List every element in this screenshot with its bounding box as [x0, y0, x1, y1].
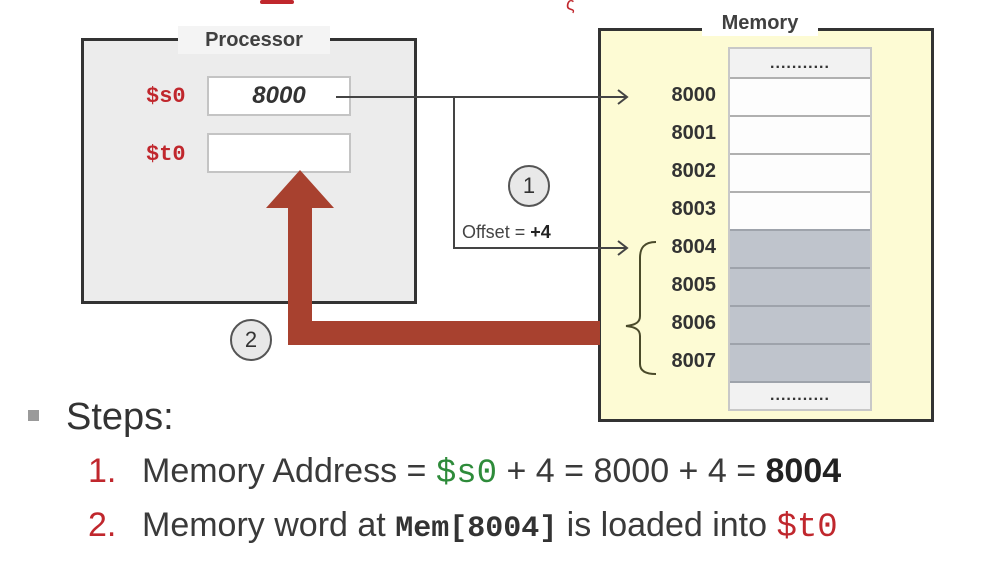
register-label-s0: $s0 — [146, 84, 186, 109]
memory-top-ellipsis: ........... — [770, 55, 830, 72]
memory-address-label: 8000 — [671, 84, 717, 106]
register-value-s0: 8000 — [207, 76, 351, 116]
memory-bottom-ellipsis: ........... — [770, 387, 830, 404]
steps-title: Steps: — [66, 396, 174, 438]
step-text: + 4 = 8000 + 4 = — [497, 452, 766, 490]
title-underline-remnant — [260, 0, 294, 4]
register-t0-ref: $t0 — [776, 509, 838, 547]
memory-cell — [730, 305, 870, 343]
memory-cell — [730, 77, 870, 115]
memory-cell-divider — [730, 381, 870, 383]
step-text: Memory word at — [142, 506, 396, 544]
offset-annotation: Offset = +4 — [462, 222, 551, 243]
offset-value: +4 — [530, 222, 551, 242]
memory-address-label: 8004 — [671, 236, 717, 258]
step-2-badge: 2 — [230, 319, 272, 361]
memory-cell — [730, 115, 870, 153]
memory-cell — [730, 267, 870, 305]
arrowhead-to-8000 — [617, 89, 629, 105]
memory-reference: Mem[8004] — [395, 512, 558, 546]
processor-title: Processor — [178, 26, 330, 54]
memory-title: Memory — [702, 10, 818, 36]
arrowhead-to-8004 — [617, 240, 629, 256]
step-1: 1.Memory Address = $s0 + 4 = 8000 + 4 = … — [88, 452, 841, 493]
memory-cell — [730, 229, 870, 267]
memory-address-label: 8003 — [671, 198, 717, 220]
step-text: Memory Address = — [142, 452, 436, 490]
memory-address-label: 8001 — [671, 122, 717, 144]
memory-address-label: 8005 — [671, 274, 717, 296]
register-s0-ref: $s0 — [435, 455, 498, 493]
register-value-t0 — [207, 133, 351, 173]
memory-address-label: 8002 — [671, 160, 717, 182]
steps-bullet — [28, 410, 39, 421]
offset-label: Offset = — [462, 222, 531, 242]
computed-address: 8004 — [765, 452, 842, 490]
memory-cell — [730, 343, 870, 381]
word-brace — [625, 241, 657, 375]
memory-cell — [730, 153, 870, 191]
memory-column: ........... ........... — [728, 47, 872, 411]
memory-cell — [730, 191, 870, 229]
step-text: is loaded into — [557, 506, 777, 544]
step-number: 1. — [88, 452, 117, 490]
title-glyph-remnant: ς — [566, 0, 575, 14]
register-label-t0: $t0 — [146, 142, 186, 167]
offset-path-line — [453, 97, 626, 249]
memory-address-label: 8006 — [671, 312, 717, 334]
step-number: 2. — [88, 506, 117, 544]
memory-address-label: 8007 — [671, 350, 717, 372]
load-arrow — [266, 170, 600, 345]
step-2: 2. Memory word at Mem[8004] is loaded int… — [88, 506, 838, 547]
step-1-badge: 1 — [508, 165, 550, 207]
